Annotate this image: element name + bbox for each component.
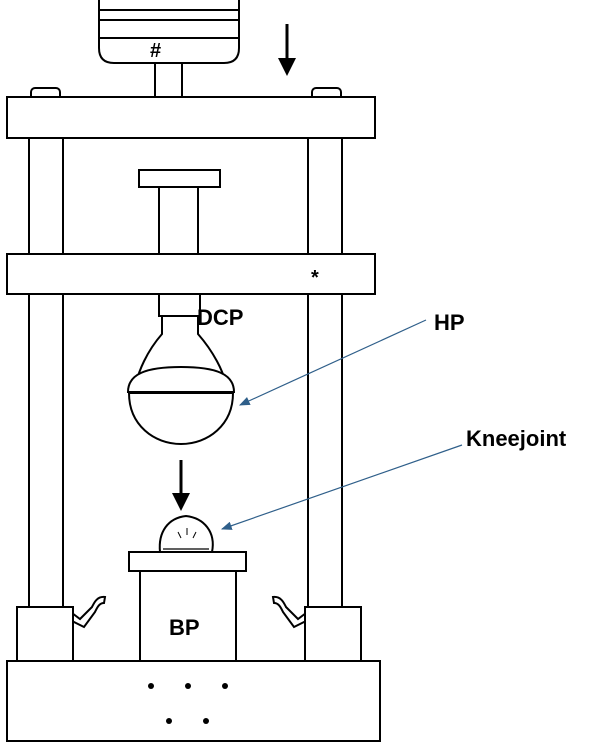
base-dot — [203, 718, 209, 724]
column-right — [307, 137, 343, 609]
hemispherical-punch — [126, 315, 236, 446]
hp-label: HP — [434, 310, 465, 335]
asterisk-symbol: * — [311, 267, 319, 289]
fixture-stem — [158, 186, 199, 255]
column-foot-left — [16, 606, 74, 662]
load-direction-arrow-bottom — [172, 460, 190, 511]
base-dot — [148, 683, 154, 689]
base-dot — [166, 718, 172, 724]
column-left — [28, 137, 64, 609]
dcp-label: DCP — [197, 305, 243, 330]
kneejoint-specimen — [158, 514, 214, 553]
machine-base — [6, 660, 381, 742]
kneejoint-pointer-arrow — [220, 444, 463, 530]
base-dot — [222, 683, 228, 689]
fixture-flange — [138, 169, 221, 188]
hp-pointer-arrow — [239, 319, 427, 406]
clamp-handle-right — [271, 595, 307, 629]
hash-symbol: # — [150, 40, 161, 62]
bp-top-plate — [128, 551, 247, 572]
column-foot-right — [304, 606, 362, 662]
actuator-rod — [154, 62, 183, 99]
base-dot — [185, 683, 191, 689]
actuator-head — [98, 0, 240, 64]
top-crosshead — [6, 96, 376, 139]
bp-block — [139, 570, 237, 662]
bp-label: BP — [169, 615, 200, 640]
dcp-connector — [158, 293, 201, 317]
load-direction-arrow-top — [278, 24, 296, 76]
clamp-handle-left — [71, 595, 107, 629]
middle-crosshead — [6, 253, 376, 295]
kneejoint-label: Kneejoint — [466, 426, 567, 451]
